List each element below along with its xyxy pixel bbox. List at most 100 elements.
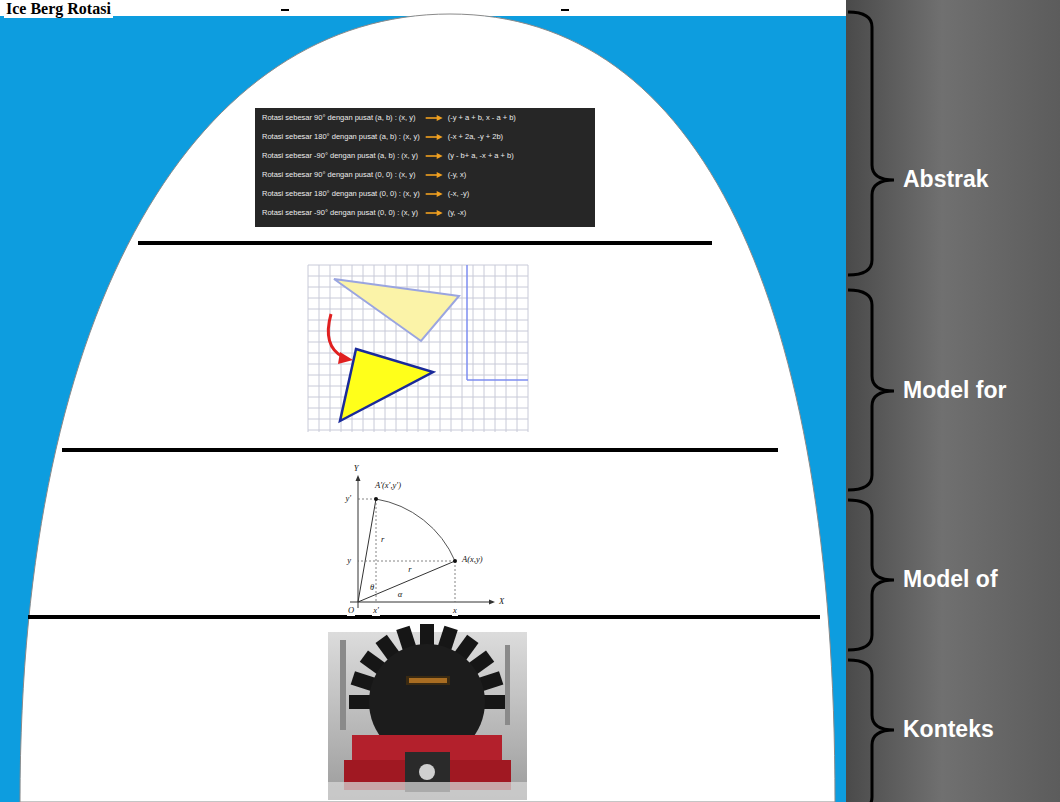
projection-line (358, 499, 376, 500)
point-dot (374, 497, 378, 501)
point-dot (453, 559, 457, 563)
rotation-result: (-x, -y) (448, 190, 470, 198)
mapping-arrowhead (437, 134, 443, 140)
mapping-arrowhead (437, 115, 443, 121)
angle-label: θ (369, 583, 375, 592)
grid-ground (308, 265, 528, 432)
curly-bracket (848, 660, 894, 802)
grid-line (308, 276, 528, 277)
x-axis (350, 602, 493, 603)
page-title: Ice Berg Rotasi (4, 0, 113, 18)
grid-line (308, 265, 528, 266)
grid-line (319, 265, 320, 432)
point-label: A(x,y) (461, 555, 484, 564)
formula-panel (255, 108, 595, 227)
grid-line (528, 265, 529, 432)
grid-line (429, 265, 430, 432)
grid-line (341, 265, 342, 432)
formula-ground (255, 108, 595, 227)
mapping-arrowhead (437, 191, 443, 197)
grid-line (308, 287, 528, 288)
rotation-rule: Rotasi sebesar 180° dengan pusat (a, b) … (262, 133, 420, 141)
level-label: Konteks (903, 717, 994, 742)
band-divider (28, 615, 820, 619)
band-divider (62, 448, 778, 452)
rotation-arrowhead (338, 352, 353, 364)
level-label: Model of (903, 567, 998, 592)
grid-line (462, 265, 463, 432)
coordinate-label: x (452, 606, 458, 615)
rotation-arc (376, 499, 455, 561)
coordinate-label: x' (372, 606, 380, 615)
y-axis (358, 477, 359, 608)
band-divider (138, 241, 712, 245)
origin-label: O (347, 606, 355, 615)
grid-line (308, 408, 528, 409)
rotation-rule: Rotasi sebesar 90° dengan pusat (0, 0) :… (262, 171, 416, 179)
rotation-result: (y - b+ a, -x + a + b) (448, 152, 514, 160)
level-label: Model for (903, 378, 1007, 403)
grid-line (308, 386, 528, 387)
rotation-arrow (328, 314, 343, 357)
coordinate-label: y (346, 556, 352, 565)
axis-arrowhead (489, 600, 495, 605)
rotation-rule: Rotasi sebesar 90° dengan pusat (a, b) :… (262, 114, 416, 122)
mapping-arrowhead (437, 210, 443, 216)
grid-line (308, 397, 528, 398)
coordinate-label: y' (344, 494, 352, 503)
base-hole (419, 764, 435, 780)
rotation-result: (-y, x) (448, 171, 467, 179)
display-panel (406, 676, 450, 685)
tick-mark (561, 9, 569, 11)
grid-line (517, 265, 518, 432)
background-post (505, 645, 510, 725)
rotation-result: (y, -x) (448, 209, 467, 217)
grid-line (484, 265, 485, 432)
rotation-grid-picture (308, 265, 528, 432)
grid-line (308, 430, 528, 431)
grid-line (495, 265, 496, 432)
point-label: A'(x',y') (374, 481, 402, 490)
axis-label: Y (353, 464, 360, 473)
rotation-rule: Rotasi sebesar -90° dengan pusat (a, b) … (262, 152, 418, 160)
rotation-result: (-x + 2a, -y + 2b) (448, 133, 503, 141)
radius-line (358, 499, 376, 602)
smoke (328, 782, 527, 800)
grid-line (308, 265, 309, 432)
radius-label: r (407, 565, 412, 574)
level-label: Abstrak (903, 167, 989, 192)
mapping-arrowhead (437, 172, 443, 178)
iceberg-outline (20, 14, 835, 802)
grid-line (506, 265, 507, 432)
projection-line (358, 561, 455, 562)
grid-line (308, 342, 528, 343)
grid-line (440, 265, 441, 432)
axis-line (467, 379, 528, 381)
curly-bracket (848, 500, 894, 650)
grid-line (308, 364, 528, 365)
background-post (340, 640, 346, 730)
angle-label: α (397, 590, 403, 599)
grid-line (473, 265, 474, 432)
radius-line (358, 561, 455, 602)
curly-bracket (848, 12, 894, 275)
grid-line (451, 265, 452, 432)
axis-line (466, 265, 468, 380)
display-glow (409, 678, 447, 683)
original-triangle (334, 279, 459, 341)
grid-line (330, 265, 331, 432)
tick-mark (281, 9, 289, 11)
projection-line (455, 561, 456, 602)
rotation-result: (-y + a + b, x - a + b) (448, 114, 516, 122)
projection-line (376, 499, 377, 602)
mapping-arrowhead (437, 153, 443, 159)
rotation-coordinate-figure (350, 475, 495, 608)
axis-label: X (498, 597, 505, 606)
rotation-rule: Rotasi sebesar 180° dengan pusat (0, 0) … (262, 190, 420, 198)
rotated-triangle (340, 349, 433, 421)
locomotive-photo (328, 624, 527, 800)
rotation-rule: Rotasi sebesar -90° dengan pusat (0, 0) … (262, 209, 418, 217)
radius-label: r (380, 535, 385, 544)
